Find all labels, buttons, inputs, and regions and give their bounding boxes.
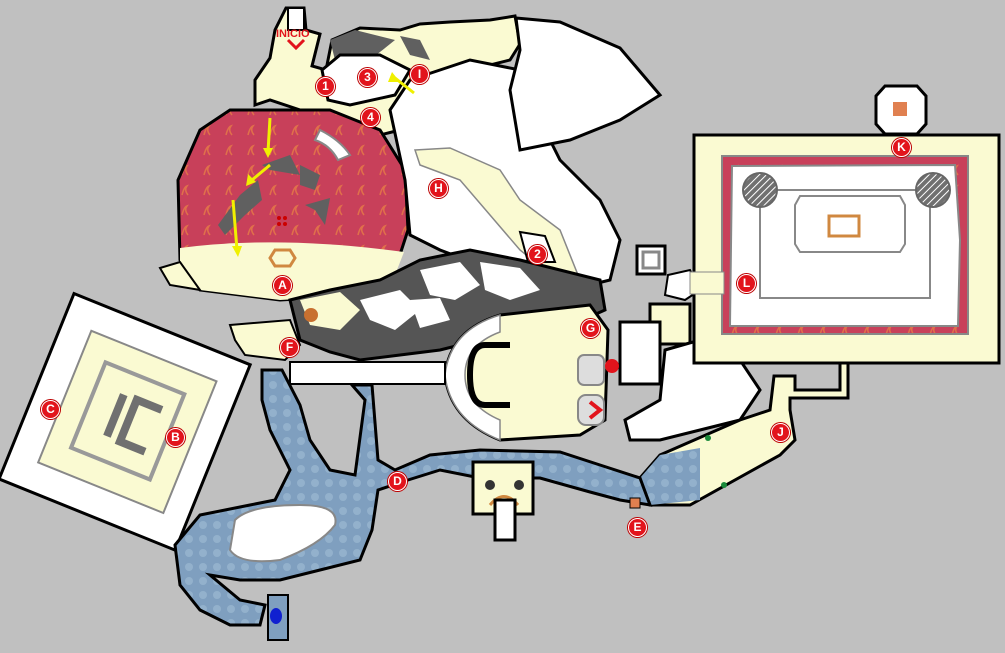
lava-room xyxy=(158,108,410,302)
marker-k: K xyxy=(892,138,911,157)
marker-d: D xyxy=(388,472,407,491)
marker-1: 1 xyxy=(316,77,335,96)
side-rooms xyxy=(618,244,762,442)
marker-e: E xyxy=(628,518,647,537)
skull-icon-red xyxy=(605,359,619,373)
marker-h: H xyxy=(429,179,448,198)
teleport-icon xyxy=(277,216,287,226)
marker-a: A xyxy=(273,276,292,295)
route-arrows xyxy=(231,72,415,257)
arena-g xyxy=(443,303,610,442)
start-label: INICIO xyxy=(276,28,310,40)
start-arrow-icon xyxy=(286,38,306,51)
marker-3: 3 xyxy=(358,68,377,87)
temple xyxy=(0,291,253,553)
start-area xyxy=(253,6,522,142)
arena-l xyxy=(689,84,1001,365)
marker-b: B xyxy=(166,428,185,447)
marker-f: F xyxy=(280,338,299,357)
marker-g: G xyxy=(581,319,600,338)
water-cave xyxy=(173,368,653,641)
area-j xyxy=(638,361,850,507)
marker-2: 2 xyxy=(528,245,547,264)
marker-l: L xyxy=(737,274,756,293)
marker-4: 4 xyxy=(361,108,380,127)
marker-j: J xyxy=(771,423,790,442)
skull-icon xyxy=(304,308,318,322)
marker-c: C xyxy=(41,400,60,419)
marker-i: I xyxy=(410,65,429,84)
blue-key-icon xyxy=(270,608,282,624)
